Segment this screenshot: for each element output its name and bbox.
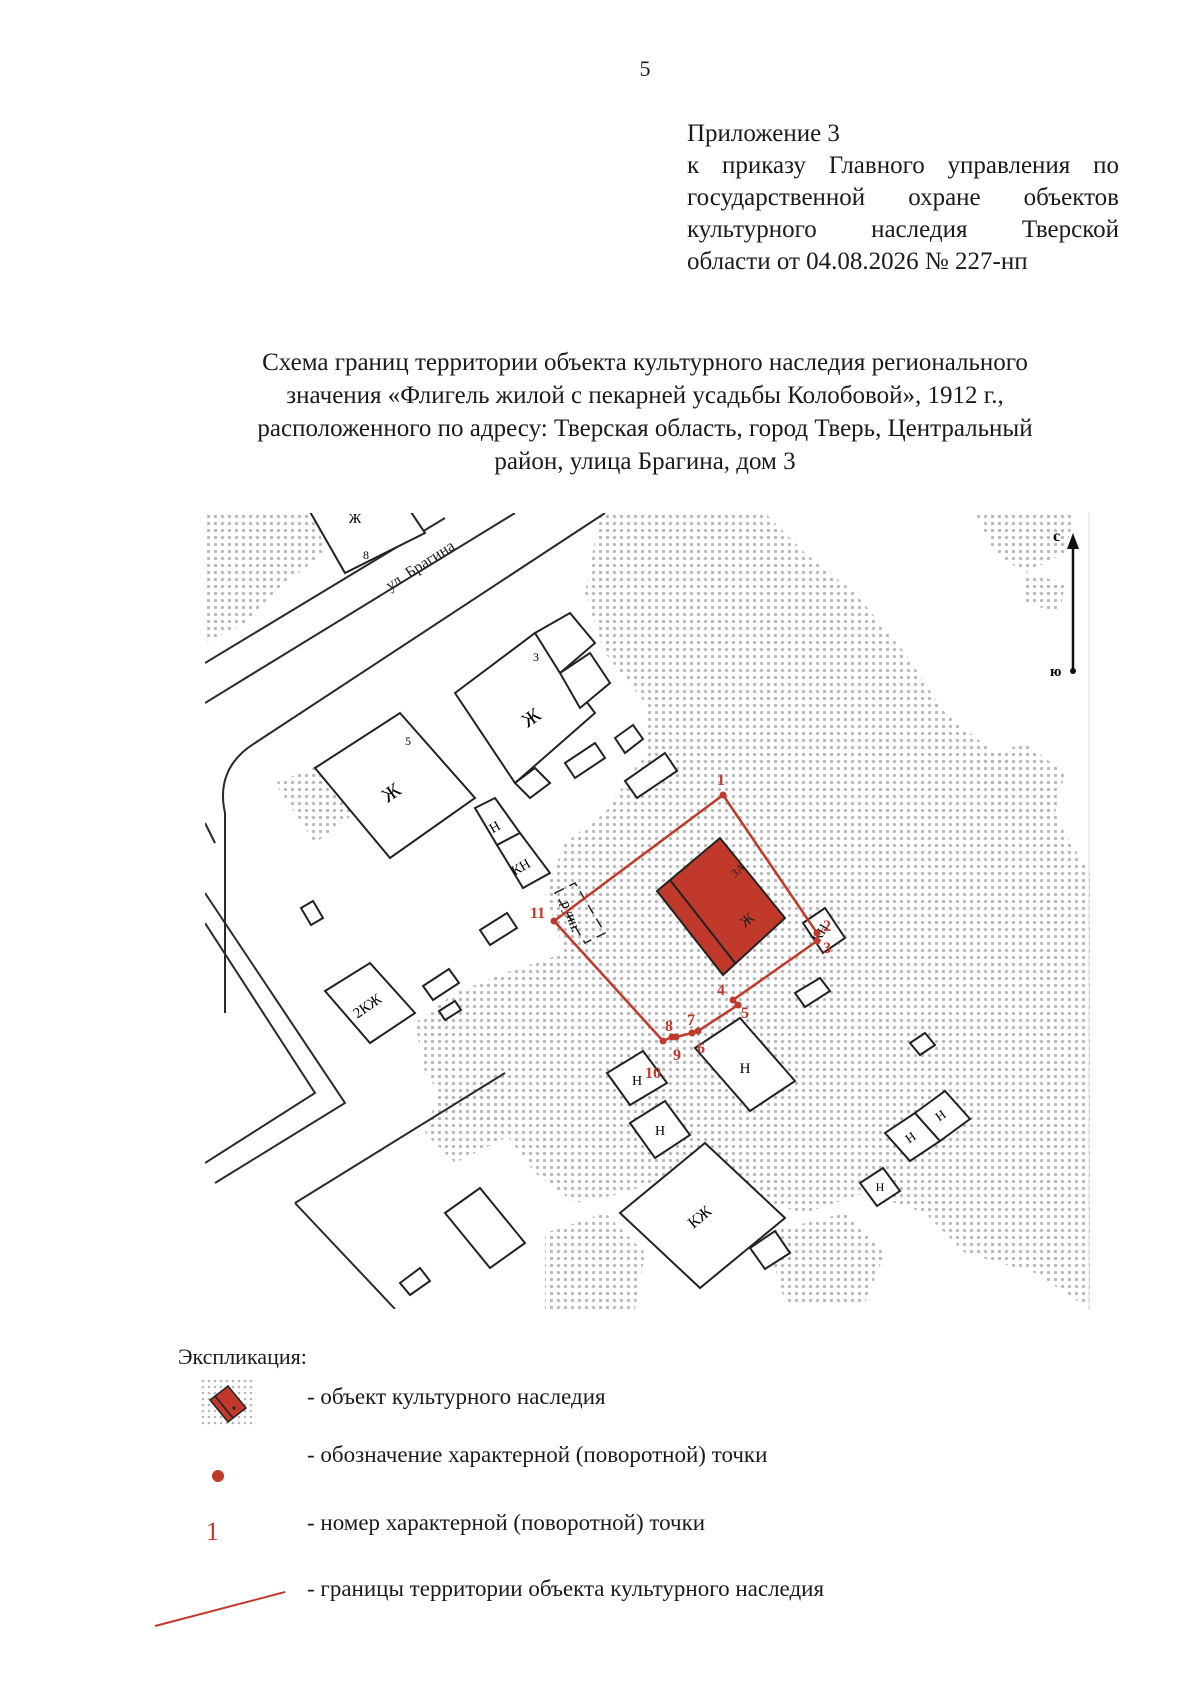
boundary-point-number: 3 <box>823 940 831 957</box>
green-area <box>965 743 1065 813</box>
street-edge <box>294 1202 396 1309</box>
legend-point-symbol <box>212 1470 224 1482</box>
building <box>628 1099 692 1160</box>
boundary-point <box>719 791 727 799</box>
building <box>421 967 461 1002</box>
legend-boundary-text: - границы территории объекта культурного… <box>307 1576 825 1601</box>
boundary-points <box>550 791 821 1045</box>
building <box>913 1089 972 1143</box>
building <box>793 976 832 1009</box>
street-edge <box>205 922 317 1164</box>
green-area <box>1025 573 1065 613</box>
page-number: 5 <box>639 56 651 81</box>
building-label: Ж <box>349 513 362 527</box>
boundary-point-number: 2 <box>823 918 831 935</box>
building <box>495 831 552 890</box>
appendix-line: государственной охране объектов <box>687 184 1119 211</box>
boundary-point-number: 6 <box>697 1040 705 1057</box>
building <box>478 911 519 947</box>
boundary-point <box>813 929 821 937</box>
green-area <box>545 1213 645 1309</box>
title-line: расположенного по адресу: Тверская облас… <box>257 415 1033 442</box>
building <box>908 1031 937 1057</box>
street-edge <box>294 1072 506 1204</box>
boundary-point <box>813 937 821 945</box>
boundary-point <box>550 917 558 925</box>
south-marker <box>1070 668 1076 674</box>
boundary-point <box>734 1001 742 1009</box>
building <box>443 1186 527 1270</box>
building <box>563 741 607 780</box>
green-area <box>765 1213 885 1303</box>
building <box>533 611 597 675</box>
appendix-line: культурного наследия Тверской <box>687 216 1119 243</box>
building <box>323 961 417 1045</box>
building <box>613 723 645 755</box>
boundary-point <box>668 1033 676 1041</box>
building <box>437 999 463 1022</box>
boundary-point-number: 10 <box>645 1065 661 1082</box>
building <box>618 1141 787 1290</box>
green-area <box>975 513 1075 573</box>
street-edge <box>205 822 216 844</box>
building-label: Н <box>876 1180 885 1194</box>
site-map: ул. Брагина Ж 8 Ж 3 Ж 5 Н КН руин. <box>205 513 1090 1309</box>
building-number: 8 <box>363 548 369 562</box>
building <box>623 751 679 800</box>
north-label: с <box>1053 528 1060 545</box>
boundary-point-number: 11 <box>530 905 545 922</box>
appendix-block: Приложение 3 к приказу Главного управлен… <box>687 118 1119 278</box>
boundary-point <box>688 1029 696 1037</box>
building-label: Н <box>655 1124 665 1139</box>
building-label: Н <box>740 1061 751 1077</box>
building <box>558 651 612 710</box>
legend-number-sample: 1 <box>206 1517 219 1546</box>
building <box>513 766 552 800</box>
street-edge <box>222 513 606 1013</box>
building-number: 5 <box>405 734 411 748</box>
legend-number-text: - номер характерной (поворотной) точки <box>307 1510 706 1535</box>
green-area <box>205 513 325 643</box>
building <box>605 1049 669 1107</box>
street-edge <box>205 892 347 1184</box>
building <box>858 1166 902 1208</box>
boundary-point-number: 9 <box>673 1047 681 1064</box>
document-title: Схема границ территории объекта культурн… <box>190 346 1100 478</box>
boundary-point <box>694 1027 702 1035</box>
boundary-point <box>659 1037 667 1045</box>
building-number: 3 <box>533 650 539 664</box>
street-edge <box>205 513 516 704</box>
building <box>748 1229 792 1271</box>
boundary-point-number: 4 <box>717 982 725 999</box>
title-line: Схема границ территории объекта культурн… <box>262 349 1028 376</box>
green-area <box>425 1073 515 1163</box>
boundary-point-number: 1 <box>717 772 725 789</box>
explication-title: Экспликация: <box>178 1344 307 1369</box>
legend-object-text: - объект культурного наследия <box>307 1384 606 1409</box>
building <box>398 1266 432 1297</box>
heritage-object-divider <box>669 879 736 964</box>
heritage-object <box>655 836 787 977</box>
building <box>309 513 427 575</box>
building <box>299 899 325 927</box>
legend-object-symbol <box>200 1378 256 1428</box>
north-arrow-head <box>1067 533 1079 549</box>
boundary-point-number: 8 <box>665 1018 673 1035</box>
appendix-line: Приложение 3 <box>687 120 840 147</box>
boundary-point-number: 5 <box>741 1005 749 1022</box>
building <box>313 711 477 860</box>
legend-boundary-symbol <box>154 1591 286 1627</box>
title-line: район, улица Брагина, дом 3 <box>494 448 796 475</box>
boundary-point-number: 7 <box>687 1012 695 1029</box>
ruin-area <box>553 882 607 944</box>
building-label: Н <box>632 1074 642 1089</box>
appendix-line: к приказу Главного управления по <box>687 152 1119 179</box>
title-line: значения «Флигель жилой с пекарней усадь… <box>286 382 1004 409</box>
legend-point-text: - обозначение характерной (поворотной) т… <box>307 1442 768 1467</box>
appendix-line: области от 04.08.2026 № 227-нп <box>687 248 1028 275</box>
boundary-point <box>729 996 737 1004</box>
building <box>693 1016 797 1113</box>
south-label: ю <box>1050 664 1061 680</box>
